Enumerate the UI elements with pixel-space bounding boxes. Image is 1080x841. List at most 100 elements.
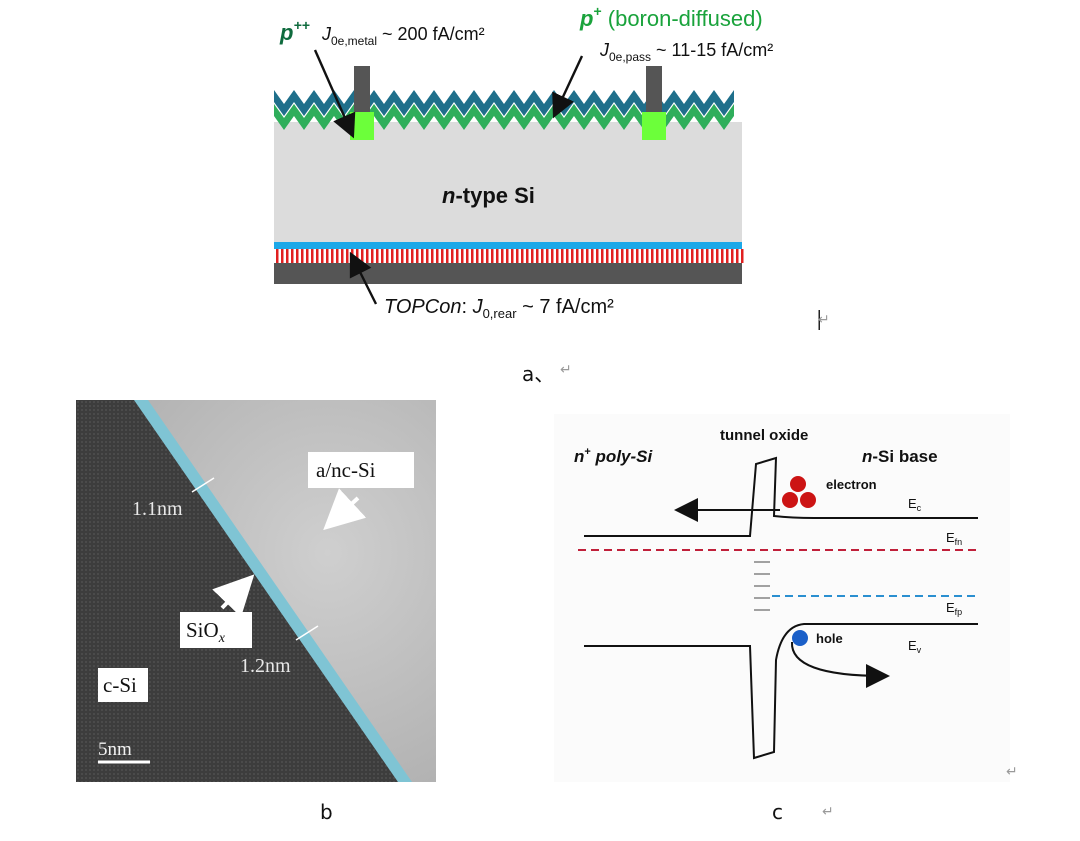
hole-flow-arrow [790, 641, 890, 688]
poly-si-stripe [476, 249, 479, 263]
poly-si-stripe [386, 249, 389, 263]
poly-si-stripe [531, 249, 534, 263]
poly-si-stripe [416, 249, 419, 263]
amorphous-label-box [308, 452, 414, 488]
poly-si-stripe [311, 249, 314, 263]
electron-label: electron [826, 477, 877, 492]
poly-si-stripe [381, 249, 384, 263]
front-contact-finger-right [646, 66, 662, 126]
poly-si-stripe [446, 249, 449, 263]
electron-dot-1 [790, 476, 806, 492]
hole-label: hole [816, 631, 843, 646]
silicon-oxide-interlayer [134, 400, 412, 782]
poly-si-stripe [711, 249, 714, 263]
thickness-tick-top [191, 477, 215, 493]
conduction-band-edge [584, 456, 978, 537]
poly-si-stripe [706, 249, 709, 263]
ev-label: Ev [908, 638, 922, 655]
ec-label: Ec [908, 496, 922, 513]
efn-label: Efn [946, 530, 962, 547]
poly-si-stripe [496, 249, 499, 263]
poly-si-stripe [366, 249, 369, 263]
poly-si-stripe [356, 249, 359, 263]
poly-si-stripe [676, 249, 679, 263]
substrate-label-box [98, 668, 148, 702]
substrate-label: c-Si [103, 673, 137, 697]
poly-si-stripe [726, 249, 729, 263]
poly-si-stripe [281, 249, 284, 263]
rear-metal-layer [274, 263, 742, 284]
poly-si-stripe [291, 249, 294, 263]
poly-si-stripe [601, 249, 604, 263]
caption-b: b [320, 800, 333, 824]
topcon-arrow [349, 251, 378, 305]
poly-si-stripe [481, 249, 484, 263]
poly-si-stripe [451, 249, 454, 263]
oxide-label-box [180, 612, 252, 648]
poly-si-stripe [326, 249, 329, 263]
oxide-label: SiOx [186, 618, 226, 646]
poly-si-stripe [636, 249, 639, 263]
topcon-label: TOPCon: J0,rear ~ 7 fA/cm² [384, 296, 614, 321]
poly-si-stripe [651, 249, 654, 263]
poly-si-stripe [316, 249, 319, 263]
p-plus-arrow [552, 55, 584, 119]
poly-si-stripe [431, 249, 434, 263]
figure-b-tem-micrograph: 1.1nm 1.2nm a/nc-Si SiOx c-Si 5nm [76, 400, 436, 782]
p-plus-label: p+ (boron-diffused) [579, 3, 763, 31]
electron-dot-2 [782, 492, 798, 508]
poly-si-stripe [471, 249, 474, 263]
p-plus-plus-region-left [350, 112, 374, 140]
poly-si-stripe [276, 249, 279, 263]
poly-si-stripe [606, 249, 609, 263]
poly-si-stripe [411, 249, 414, 263]
thickness-label-bottom: 1.2nm [240, 655, 291, 677]
poly-si-stripe [611, 249, 614, 263]
poly-si-stripe [466, 249, 469, 263]
poly-si-stripe [491, 249, 494, 263]
poly-si-stripe [666, 249, 669, 263]
left-region-label: n+ poly-Si [574, 446, 653, 466]
poly-si-stripe [296, 249, 299, 263]
poly-si-stripe [436, 249, 439, 263]
right-region-label: n-Si base [862, 447, 938, 466]
poly-si-stripe [566, 249, 569, 263]
poly-si-stripe [716, 249, 719, 263]
poly-si-stripe [546, 249, 549, 263]
poly-si-stripe [671, 249, 674, 263]
poly-si-stripe [731, 249, 734, 263]
band-diagram-background [554, 414, 1010, 782]
return-mark-c-right: ↵ [1006, 764, 1018, 780]
figure-a-cell-schematic: p++ J0e,metal ~ 200 fA/cm² p+ (boron-dif… [274, 3, 820, 330]
poly-si-stripe [576, 249, 579, 263]
poly-si-stripe [501, 249, 504, 263]
poly-si-stripe [581, 249, 584, 263]
poly-si-stripe [401, 249, 404, 263]
poly-si-stripe [736, 249, 739, 263]
efp-label: Efp [946, 600, 962, 617]
poly-si-stripe [361, 249, 364, 263]
poly-si-stripe [346, 249, 349, 263]
poly-si-stripe [691, 249, 694, 263]
poly-si-stripe [421, 249, 424, 263]
oxide-arrow [212, 574, 255, 618]
j0e-pass-label: J0e,pass ~ 11-15 fA/cm² [599, 40, 773, 64]
poly-si-stripe [336, 249, 339, 263]
poly-si-stripe [511, 249, 514, 263]
poly-si-stripe [341, 249, 344, 263]
poly-si-stripe [516, 249, 519, 263]
poly-si-stripe [661, 249, 664, 263]
poly-si-stripe [376, 249, 379, 263]
poly-si-stripe [596, 249, 599, 263]
poly-si-stripe [286, 249, 289, 263]
return-mark-c: ↵ [822, 804, 834, 820]
poly-si-stripe [391, 249, 394, 263]
valence-band-edge [584, 623, 978, 760]
poly-si-stripe [591, 249, 594, 263]
poly-si-stripe [406, 249, 409, 263]
poly-si-stripe [541, 249, 544, 263]
poly-si-stripe [426, 249, 429, 263]
p-plus-plus-arrow [313, 49, 356, 139]
caption-a: a、 [522, 362, 555, 386]
poly-si-stripe [686, 249, 689, 263]
